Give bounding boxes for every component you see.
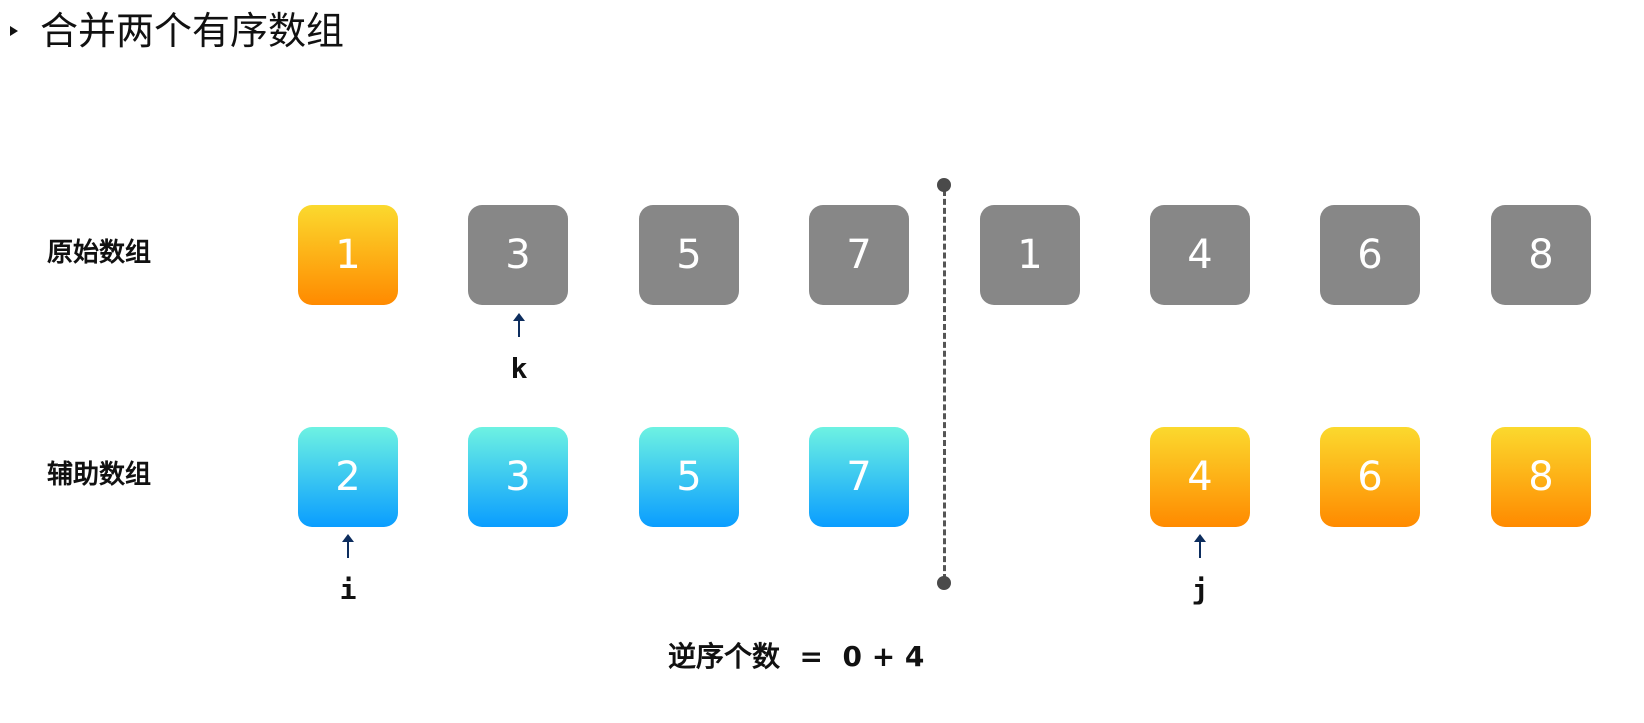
pointer-k-label: k xyxy=(510,352,528,385)
up-arrow-icon xyxy=(341,534,355,558)
divider-top-dot xyxy=(937,178,951,192)
inversion-count-label: 逆序个数 xyxy=(668,640,781,673)
page-title: 合并两个有序数组 xyxy=(40,9,345,53)
auxiliary-cell-7: 8 xyxy=(1491,427,1591,527)
auxiliary-array-label: 辅助数组 xyxy=(47,460,152,490)
auxiliary-cell-6: 6 xyxy=(1320,427,1420,527)
up-arrow-icon xyxy=(1193,534,1207,558)
original-cell-1: 3 xyxy=(468,205,568,305)
original-cell-6: 6 xyxy=(1320,205,1420,305)
original-cell-5: 4 xyxy=(1150,205,1250,305)
pointer-j-label: j xyxy=(1191,573,1209,606)
pointer-j: j xyxy=(1180,534,1220,604)
auxiliary-cell-5: 4 xyxy=(1150,427,1250,527)
original-cell-2: 5 xyxy=(639,205,739,305)
original-cell-0: 1 xyxy=(298,205,398,305)
merge-divider-line xyxy=(943,190,946,580)
collapse-triangle-icon[interactable] xyxy=(10,26,18,36)
original-cell-3: 7 xyxy=(809,205,909,305)
pointer-i: i xyxy=(328,534,368,604)
original-array-label: 原始数组 xyxy=(47,238,152,268)
auxiliary-cell-0: 2 xyxy=(298,427,398,527)
auxiliary-cell-1: 3 xyxy=(468,427,568,527)
divider-bottom-dot xyxy=(937,576,951,590)
pointer-i-label: i xyxy=(339,573,357,606)
inversion-count-formula: 逆序个数 = 0 + 4 xyxy=(668,640,924,674)
inversion-count-expression: = 0 + 4 xyxy=(799,640,925,673)
pointer-k: k xyxy=(499,313,539,383)
original-cell-7: 8 xyxy=(1491,205,1591,305)
original-cell-4: 1 xyxy=(980,205,1080,305)
auxiliary-cell-3: 7 xyxy=(809,427,909,527)
up-arrow-icon xyxy=(512,313,526,337)
auxiliary-cell-2: 5 xyxy=(639,427,739,527)
